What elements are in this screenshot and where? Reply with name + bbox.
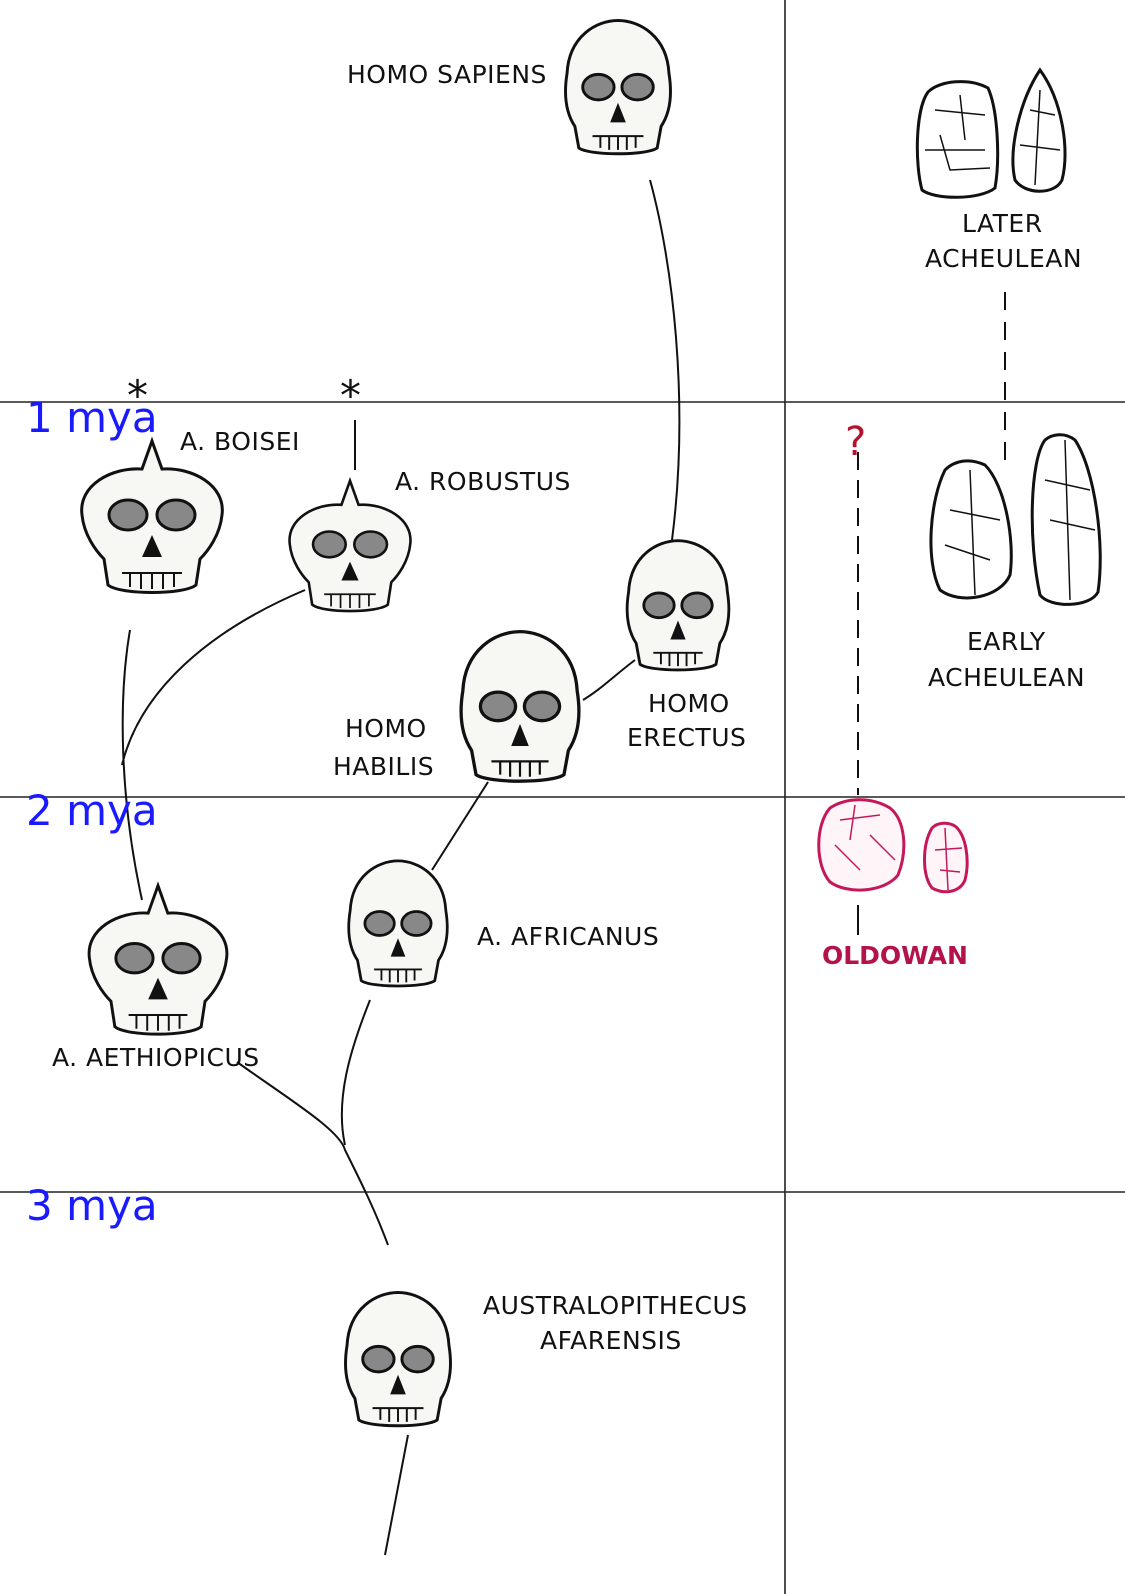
- early-acheulean-tools: [931, 435, 1100, 605]
- a-africanus-skull: [349, 861, 448, 986]
- time-marker-2-mya: 2 mya: [26, 786, 158, 835]
- a-robustus-skull: [290, 481, 411, 611]
- label-a-boisei: A. BOISEI: [180, 427, 300, 456]
- label-homo-habilis-1: HOMO: [345, 714, 427, 743]
- homo-erectus-skull: [627, 541, 729, 670]
- label-later-acheulean-1: LATER: [962, 209, 1043, 238]
- label-a-aethiopicus: A. AETHIOPICUS: [52, 1043, 260, 1072]
- label-homo-erectus-1: HOMO: [648, 689, 730, 718]
- label-afarensis-1: AUSTRALOPITHECUS: [483, 1291, 748, 1320]
- oldowan-question-mark: ?: [845, 419, 866, 465]
- time-marker-3-mya: 3 mya: [26, 1181, 158, 1230]
- time-marker-1-mya: 1 mya: [26, 393, 158, 442]
- label-a-robustus: A. ROBUSTUS: [395, 467, 571, 496]
- label-homo-sapiens: HOMO SAPIENS: [347, 60, 547, 89]
- a-aethiopicus-skull: [89, 886, 227, 1034]
- label-early-acheulean-2: ACHEULEAN: [928, 663, 1085, 692]
- oldowan-tools: [819, 800, 967, 892]
- label-homo-erectus-2: ERECTUS: [627, 723, 746, 752]
- label-a-africanus: A. AFRICANUS: [477, 922, 659, 951]
- australopithecus-afarensis-skull: [346, 1292, 451, 1425]
- label-early-acheulean-1: EARLY: [967, 627, 1046, 656]
- a-boisei-skull: [82, 441, 223, 593]
- label-homo-habilis-2: HABILIS: [333, 752, 434, 781]
- label-oldowan: OLDOWAN: [822, 941, 968, 970]
- homo-habilis-skull: [461, 632, 579, 782]
- label-later-acheulean-2: ACHEULEAN: [925, 244, 1082, 273]
- later-acheulean-tools: [917, 70, 1065, 197]
- label-afarensis-2: AFARENSIS: [540, 1326, 682, 1355]
- homo-sapiens-skull: [566, 20, 671, 153]
- robustus-extinct-marker: *: [340, 371, 361, 420]
